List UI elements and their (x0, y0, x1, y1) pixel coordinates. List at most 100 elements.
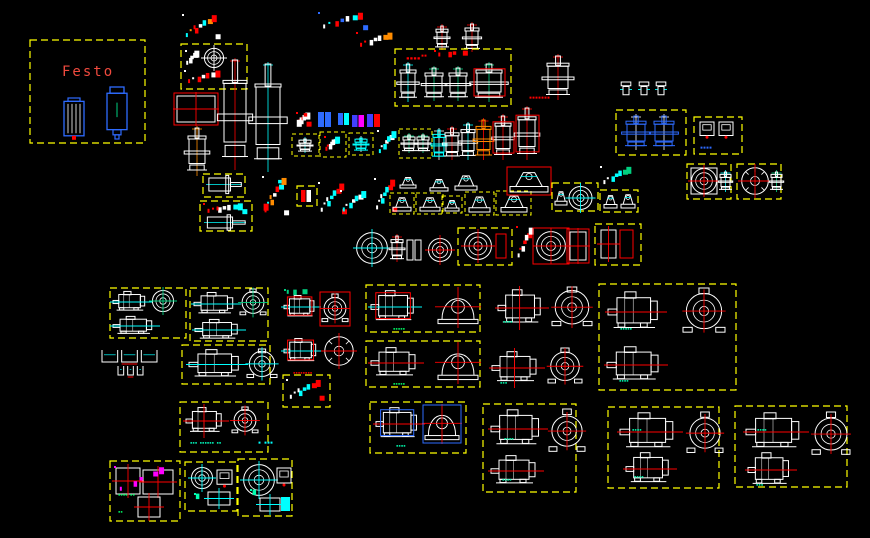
parts-box[interactable] (180, 43, 248, 90)
gauge-box[interactable] (693, 116, 743, 155)
motor-2a[interactable] (191, 291, 241, 314)
mount-box-4[interactable] (464, 191, 495, 216)
mount-box-2[interactable] (415, 192, 444, 215)
big-motor-top[interactable] (488, 409, 548, 445)
gear-motor-2[interactable] (368, 347, 424, 376)
red-assembly-box[interactable] (199, 200, 253, 232)
mount-3[interactable] (444, 199, 460, 212)
group-cyl-4[interactable] (469, 62, 509, 102)
mount-1[interactable] (392, 197, 412, 212)
valve-blue-1[interactable] (318, 112, 331, 127)
gear-motor-end[interactable] (319, 291, 351, 327)
flange-side-b[interactable] (768, 170, 785, 192)
mount-box-5[interactable] (495, 190, 532, 216)
flange-row-1[interactable] (353, 229, 391, 267)
small-parts-col-1[interactable] (262, 176, 290, 216)
mount-box-3[interactable] (441, 195, 463, 214)
mount-5[interactable] (500, 195, 528, 213)
mount-lone-3[interactable] (399, 176, 417, 189)
big-motor-box-2[interactable] (482, 403, 577, 493)
mf-gauge[interactable] (216, 469, 233, 488)
mount-lone-1[interactable] (429, 179, 449, 192)
flange-row-2[interactable] (425, 235, 455, 265)
tiny-parts-row[interactable] (356, 32, 393, 47)
nr-flange-box[interactable] (237, 458, 293, 517)
motor-box-1[interactable] (109, 287, 187, 339)
group-cyl-3[interactable] (444, 66, 472, 101)
motor-m2[interactable] (489, 348, 545, 388)
tiny-box[interactable] (296, 185, 318, 207)
bl-part-2[interactable] (139, 466, 177, 498)
bell-box-1[interactable] (365, 284, 481, 333)
channel-small[interactable] (117, 366, 144, 378)
blower-end-2[interactable] (546, 347, 584, 385)
mount-box-1[interactable] (389, 192, 415, 215)
small-motor-1[interactable] (183, 404, 229, 438)
br1-end[interactable] (685, 411, 725, 453)
small-motor-box[interactable] (179, 401, 269, 453)
nr-part[interactable] (256, 494, 284, 515)
blue-gear-motor[interactable] (373, 407, 425, 438)
small-motor-2[interactable] (230, 405, 260, 436)
tall-cylinder-2[interactable] (248, 62, 288, 172)
parts-bracket[interactable] (185, 50, 200, 65)
round-flange[interactable] (738, 164, 772, 198)
dark-flange[interactable] (461, 229, 495, 263)
nr-teal-dot[interactable] (250, 489, 257, 496)
mount-flange-box[interactable] (551, 182, 599, 212)
large-motor-1[interactable] (605, 291, 667, 329)
flange-row-box-1[interactable] (457, 227, 513, 266)
red-framed-motor[interactable] (281, 294, 321, 317)
box2-part-2[interactable] (619, 229, 634, 259)
motor-2b[interactable] (192, 318, 246, 339)
bl-magenta-dots[interactable] (114, 466, 165, 491)
pump-assembly-top[interactable] (182, 14, 221, 40)
pipe-fitting-1[interactable] (620, 81, 632, 96)
bell-mount-1[interactable] (435, 287, 481, 328)
small-cyl-a[interactable] (433, 24, 451, 50)
gear-motor-1[interactable] (368, 290, 422, 321)
bl-box[interactable] (109, 460, 181, 522)
nr-gauge[interactable] (276, 467, 292, 487)
bottle-3[interactable] (352, 136, 370, 152)
large-motor-end[interactable] (682, 287, 726, 333)
flange-row-pair[interactable] (406, 239, 422, 261)
motor-box-2[interactable] (189, 287, 269, 342)
cyl-group-box[interactable] (394, 48, 512, 107)
small-parts-col-4[interactable] (374, 178, 398, 213)
br-motor-box-2[interactable] (734, 405, 848, 488)
big-motor-bottom[interactable] (488, 455, 544, 484)
festo-lubricator[interactable] (63, 97, 85, 140)
red-marks[interactable] (434, 50, 468, 58)
compressor-2[interactable] (649, 114, 679, 150)
br2-motor[interactable] (743, 412, 809, 448)
large-motor-2[interactable] (604, 346, 668, 380)
mount-6a[interactable] (603, 195, 618, 209)
mount-flange[interactable] (565, 183, 596, 213)
compressor-1[interactable] (621, 114, 651, 150)
bottle-cluster[interactable] (324, 136, 341, 151)
cyl-sm-group[interactable] (377, 130, 397, 154)
group-cyl-1[interactable] (396, 62, 420, 102)
blue-bell[interactable] (422, 404, 462, 444)
pipe-fitting-3[interactable] (655, 81, 667, 96)
festo-box[interactable] (29, 39, 146, 144)
large-motor-box[interactable] (598, 283, 737, 391)
br2-end[interactable] (811, 411, 851, 455)
bottle-box-2[interactable] (319, 131, 347, 158)
red-rect-part[interactable] (495, 233, 507, 259)
parts-assembly[interactable] (184, 70, 221, 84)
group-cyl-2[interactable] (420, 66, 448, 101)
green-dots[interactable] (284, 289, 308, 296)
mount-box-6[interactable] (599, 189, 639, 213)
tall-white-cylinder[interactable] (513, 106, 541, 160)
br-motor-box-1[interactable] (607, 406, 720, 489)
orange-cylinder-2[interactable] (472, 118, 495, 160)
channel-profiles[interactable] (101, 350, 158, 365)
gauge-2[interactable] (718, 121, 734, 139)
mount-small[interactable] (554, 191, 568, 206)
motor-2-end[interactable] (238, 287, 268, 318)
vertical-parts[interactable] (600, 166, 632, 185)
mid-flange-box[interactable] (184, 461, 238, 512)
